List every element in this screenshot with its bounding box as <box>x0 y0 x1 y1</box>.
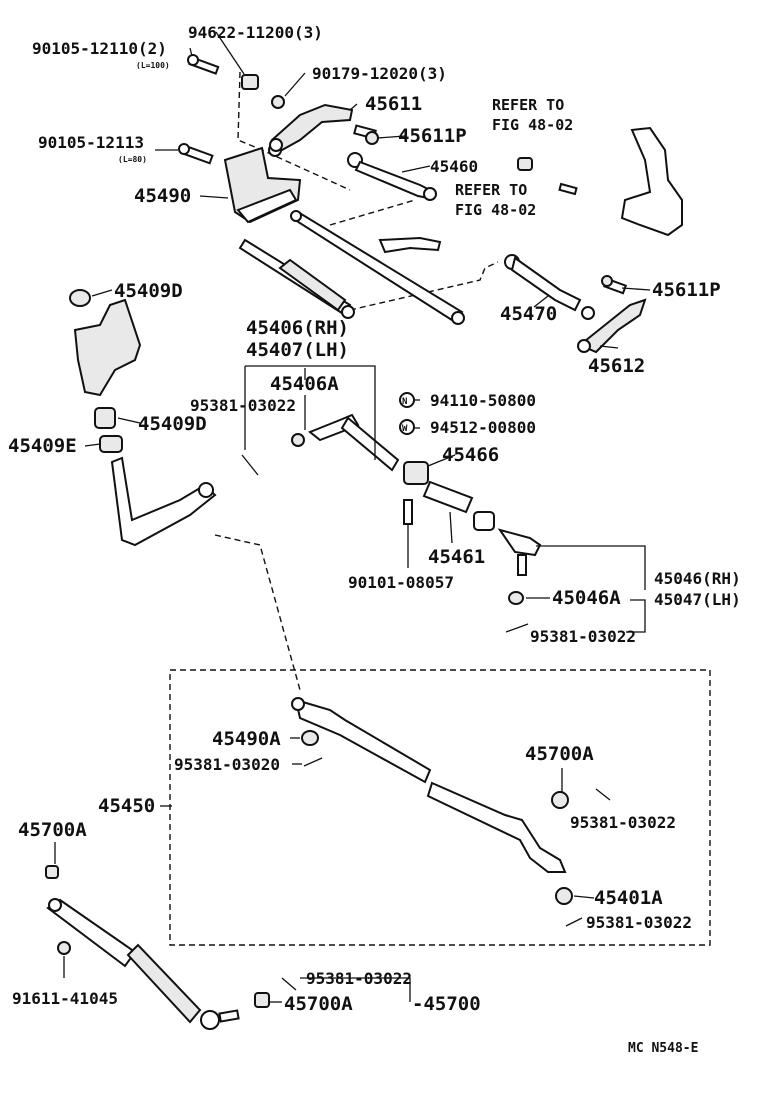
nut-45700a-bottom <box>254 992 270 1008</box>
label-90105-12110: 90105-12110(2) <box>32 39 167 58</box>
label-45470: 45470 <box>500 303 557 325</box>
label-45047-lh: 45047(LH) <box>654 590 741 609</box>
label-45466: 45466 <box>442 444 499 466</box>
svg-text:N: N <box>402 397 407 407</box>
cotter-pin-e <box>565 917 583 927</box>
label-90179-12020: 90179-12020(3) <box>312 64 447 83</box>
washer-90179-12020 <box>271 95 285 109</box>
diagram-code: MC N548-E <box>628 1041 698 1056</box>
label-45046-rh: 45046(RH) <box>654 569 741 588</box>
label-95381-03022-a: 95381-03022 <box>190 396 296 415</box>
nut-45700a-left <box>45 865 59 879</box>
label-45611: 45611 <box>365 93 422 115</box>
refer-note-2-line1: REFER TO <box>455 181 527 199</box>
nut-94622-11200 <box>241 74 259 90</box>
label-95381-03022-e: 95381-03022 <box>586 913 692 932</box>
bushing-45409e <box>99 435 123 453</box>
refer-note-1-line1: REFER TO <box>492 96 564 114</box>
label-45401a: 45401A <box>594 887 663 909</box>
nut-45046a <box>508 591 524 605</box>
nut-45611p-top <box>353 124 379 145</box>
bushing-45409d-mid <box>94 407 116 429</box>
label-45611p-right: 45611P <box>652 279 721 301</box>
label-45700a-bottom: 45700A <box>284 993 353 1015</box>
nut-45401a <box>555 887 573 905</box>
label-45490: 45490 <box>134 185 191 207</box>
tie-rod-end-45460 <box>347 152 437 201</box>
leader-lines <box>54 31 651 1003</box>
cotter-pin-d <box>595 788 611 801</box>
clamp-right <box>473 511 495 531</box>
refer-note-2-line2: FIG 48-02 <box>455 201 536 219</box>
label-45461: 45461 <box>428 546 485 568</box>
label-45409d-top: 45409D <box>114 280 183 302</box>
cotter-pin-f <box>281 977 297 991</box>
label-95381-03020: 95381-03020 <box>174 755 280 774</box>
pitman-arm-45611 <box>269 103 354 152</box>
label-90105-12113-length: (L=80) <box>118 155 147 164</box>
nut-45611p-right <box>601 275 628 295</box>
relay-rod-45450 <box>291 697 567 873</box>
part-labels: 94622-11200(3) 90105-12110(2) (L=100) 90… <box>8 23 741 1056</box>
idler-bracket-left <box>73 298 142 397</box>
label-45611p-top: 45611P <box>398 125 467 147</box>
bolt-90105-12110 <box>187 54 220 75</box>
clamp-45466 <box>403 461 429 485</box>
cotter-pin-b <box>505 623 529 633</box>
dashed-connectors <box>169 71 711 946</box>
label-95381-03022-d: 95381-03022 <box>570 813 676 832</box>
nut-45490a <box>301 730 319 746</box>
label-45406a: 45406A <box>270 373 339 395</box>
label-45406-rh: 45406(RH) <box>246 317 349 339</box>
washer-94110: N <box>399 392 415 408</box>
label-91611-41045: 91611-41045 <box>12 989 118 1008</box>
label-45409e: 45409E <box>8 435 77 457</box>
label-45700a-inner: 45700A <box>525 743 594 765</box>
label-45046a: 45046A <box>552 587 621 609</box>
refer-nut <box>517 157 533 171</box>
label-90101-08057: 90101-08057 <box>348 573 454 592</box>
cotter-pin-left <box>241 454 259 476</box>
tie-rod-45470 <box>504 254 595 320</box>
label-94512-00800: 94512-00800 <box>430 418 536 437</box>
cotter-pin-c <box>303 757 323 767</box>
idler-bracket-45490 <box>223 143 302 224</box>
bolt-90101-08057 <box>403 499 413 525</box>
steering-arm-45612 <box>577 298 647 354</box>
washer-94512: W <box>399 419 415 435</box>
label-45407-lh: 45407(LH) <box>246 339 349 361</box>
tie-rod-end-45046 <box>497 528 542 576</box>
relay-rod-top <box>290 210 465 325</box>
refer-note-1-line2: FIG 48-02 <box>492 116 573 134</box>
steering-knuckle <box>620 126 683 237</box>
label-95381-03022-b: 95381-03022 <box>530 627 636 646</box>
label-45612: 45612 <box>588 355 645 377</box>
steering-damper-bottom <box>46 898 240 1030</box>
arm-45406 <box>291 413 400 472</box>
label-94110-50800: 94110-50800 <box>430 391 536 410</box>
steering-damper-top <box>238 238 355 319</box>
label-45490a: 45490A <box>212 728 281 750</box>
label-94622-11200: 94622-11200(3) <box>188 23 323 42</box>
washer-91611 <box>57 941 71 955</box>
nut-45700a-inner <box>551 791 569 809</box>
tube-45461 <box>422 480 474 514</box>
label-90105-12113: 90105-12113 <box>38 133 144 152</box>
bolt-90105-12113 <box>178 143 214 165</box>
label-95381-03022-f: 95381-03022 <box>306 969 412 988</box>
bushing-45409d-top <box>69 289 91 307</box>
svg-text:W: W <box>402 424 408 434</box>
label-45700: -45700 <box>412 993 481 1015</box>
label-90105-12110-length: (L=100) <box>136 61 170 70</box>
refer-bolt <box>558 182 578 196</box>
label-45450: 45450 <box>98 795 155 817</box>
label-45700a-left: 45700A <box>18 819 87 841</box>
label-45409d-mid: 45409D <box>138 413 207 435</box>
label-45460: 45460 <box>430 157 478 176</box>
idler-arm <box>110 456 217 547</box>
